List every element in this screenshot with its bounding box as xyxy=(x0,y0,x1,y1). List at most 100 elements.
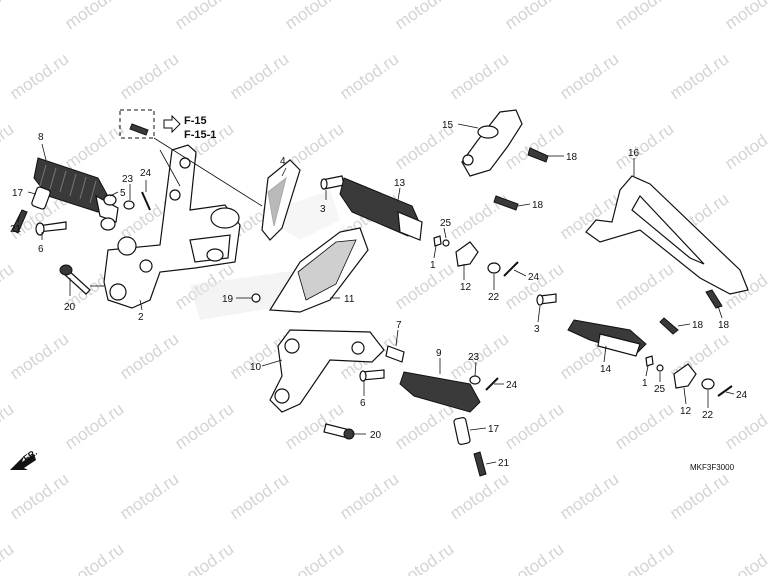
washer-22b xyxy=(701,378,715,390)
collar-17 xyxy=(31,186,51,210)
callout: 13 xyxy=(394,178,406,189)
watermark-text: motod.ru xyxy=(281,0,347,33)
watermark-text: motod.ru xyxy=(0,0,17,33)
bracket-hole-5 xyxy=(169,189,181,201)
watermark-text: motod.ru xyxy=(446,329,512,383)
ref-label-f15-1: F-15-1 xyxy=(184,129,216,141)
callout-labels: 8 17 21 6 20 2 23 5 24 4 3 13 19 11 15 1… xyxy=(10,120,748,469)
pin-6b-head xyxy=(359,370,367,382)
watermark-text: motod.ru xyxy=(611,539,677,576)
left-footpeg-assembly xyxy=(11,123,423,313)
spring-1b xyxy=(645,355,654,367)
watermark-text: motod.ru xyxy=(116,469,182,523)
callout: 9 xyxy=(436,348,442,359)
footpeg-rubber-9 xyxy=(399,371,481,413)
callout: 19 xyxy=(222,294,234,305)
pivot-boss xyxy=(210,207,240,229)
bracket-hole-1 xyxy=(117,236,137,256)
watermark-text: motod.ru xyxy=(721,539,768,576)
spring-1a xyxy=(433,235,442,247)
bolt-19 xyxy=(251,293,261,303)
watermark-text: motod.ru xyxy=(721,399,768,453)
watermark-text: motod.ru xyxy=(226,469,292,523)
callout: 14 xyxy=(600,364,612,375)
heel-guard-inner xyxy=(267,176,287,227)
pin-24b xyxy=(503,261,519,277)
callout: 24 xyxy=(140,168,152,179)
watermark-text: motod.ru xyxy=(611,399,677,453)
washer-23 xyxy=(123,200,135,210)
callout: 24 xyxy=(528,272,540,283)
pin-3-head xyxy=(320,178,328,190)
direction-arrow xyxy=(10,454,36,470)
callout: 20 xyxy=(64,302,76,313)
spring-coil xyxy=(100,217,116,231)
watermark-text: motod.ru xyxy=(61,0,127,33)
watermark-text: motod.ru xyxy=(666,49,732,103)
callout: 16 xyxy=(628,148,640,159)
watermark-text: motod.ru xyxy=(6,469,72,523)
callout: 1 xyxy=(430,260,436,271)
bolt-18-mid xyxy=(493,195,519,211)
peg-ribs xyxy=(39,164,97,204)
watermark-text: motod.ru xyxy=(446,49,512,103)
callout: 18 xyxy=(692,320,704,331)
bolt-18-lower xyxy=(659,317,679,335)
collar-17b xyxy=(453,416,471,446)
leader-lines xyxy=(17,123,735,465)
watermark-text: motod.ru xyxy=(501,0,567,33)
watermark-text: motod.ru xyxy=(391,539,457,576)
peg-14-mount xyxy=(597,333,641,357)
peg-13-mount xyxy=(397,211,423,241)
watermark-text: motod.ru xyxy=(171,0,237,33)
bracket-10-hole-2 xyxy=(274,388,290,404)
watermark-text: motod.ru xyxy=(611,119,677,173)
diagram-code: MKF3F3000 xyxy=(690,463,735,472)
plate-12b xyxy=(673,363,697,389)
callout: 25 xyxy=(440,218,452,229)
bolt-18-top xyxy=(527,147,549,163)
watermark-text: motod.ru xyxy=(336,49,402,103)
watermark-text: motod.ru xyxy=(171,539,237,576)
callout: 18 xyxy=(566,152,578,163)
bolt-21b xyxy=(473,451,487,477)
callout: 8 xyxy=(38,132,44,143)
lever-end xyxy=(206,248,224,262)
callout: 22 xyxy=(702,410,714,421)
watermark-text: motod.ru xyxy=(0,539,17,576)
bracket-15-clamp xyxy=(477,125,499,139)
callout: 7 xyxy=(396,320,402,331)
washer-23b xyxy=(469,375,481,385)
bolt-18-right xyxy=(705,289,723,309)
ref-box xyxy=(119,109,155,139)
watermark-text: motod.ru xyxy=(666,469,732,523)
watermark-text: motod.ru xyxy=(501,539,567,576)
watermark-text: motod.ru xyxy=(391,259,457,313)
pin-24c xyxy=(485,377,499,391)
watermark-text: motod.ru xyxy=(61,399,127,453)
bracket-hole-2 xyxy=(109,283,127,301)
callout: 12 xyxy=(460,282,472,293)
bracket-hole-4 xyxy=(179,157,191,169)
bracket-10-hole-3 xyxy=(351,341,365,355)
pin-6-head xyxy=(35,222,45,236)
top-bolt xyxy=(129,123,149,136)
callout: 5 xyxy=(120,188,126,199)
watermark-text: motod.ru xyxy=(721,0,768,33)
watermark-text: motod.ru xyxy=(226,49,292,103)
bracket-hole-3 xyxy=(139,259,153,273)
cover-11-mesh xyxy=(297,239,357,301)
watermark-text: motod.ru xyxy=(6,329,72,383)
right-small-parts xyxy=(433,235,733,397)
watermark-text: motod.ru xyxy=(501,399,567,453)
callout: 15 xyxy=(442,120,454,131)
bracket-main xyxy=(103,144,241,309)
callout: 21 xyxy=(498,458,510,469)
bracket-10-hole-1 xyxy=(284,338,300,354)
callout: 6 xyxy=(38,244,44,255)
watermark-text: motod.ru xyxy=(556,469,622,523)
callout: 4 xyxy=(280,156,286,167)
watermark-text: motod.ru xyxy=(391,399,457,453)
bracket-16-inner xyxy=(631,194,705,265)
